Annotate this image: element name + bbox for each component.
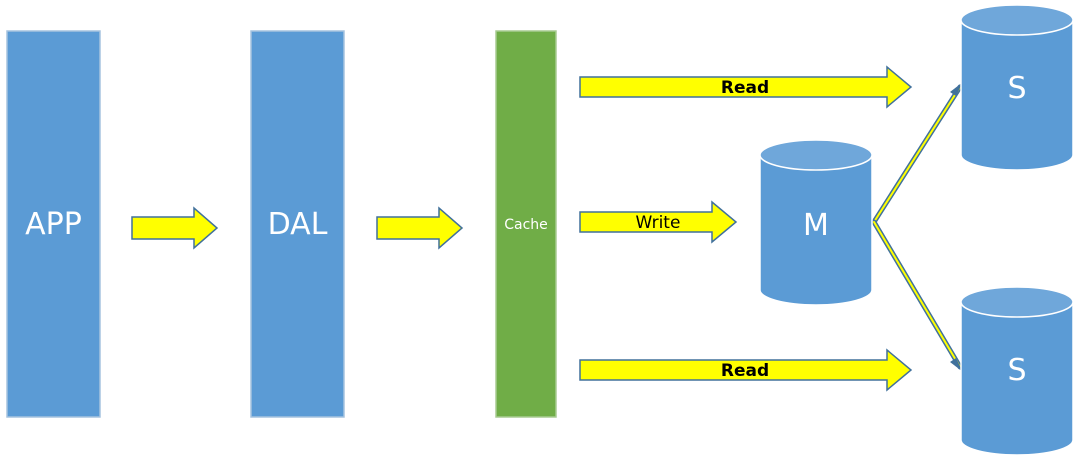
arrow-dal-to-cache-shape [376, 206, 464, 250]
connector-m-to-s-top-inner [873, 86, 961, 223]
arrow-write-shape [579, 200, 738, 244]
dal-node: DAL [250, 30, 345, 418]
slave-db-top-node: S [960, 4, 1074, 171]
cache-node: Cache [495, 30, 557, 418]
slave-db-top-body [960, 19, 1074, 171]
arrow-read-bottom-label: Read [721, 361, 769, 381]
arrow-write: Write [579, 200, 738, 244]
arrow-read-top-shape [579, 65, 913, 109]
arrow-app-to-dal [131, 206, 219, 250]
arrow-read-top: Read [579, 65, 913, 109]
arrow-read-top-label: Read [721, 78, 769, 98]
app-node: APP [6, 30, 101, 418]
cache-label: Cache [504, 217, 548, 233]
dal-box [250, 30, 345, 418]
replication-connectors [871, 82, 963, 372]
arrow-dal-to-cache [376, 206, 464, 250]
cache-box [495, 30, 557, 418]
connector-m-to-s-top-head [950, 82, 963, 96]
master-db-top [759, 139, 873, 171]
arrow-read-bottom: Read [579, 348, 913, 392]
dal-label: DAL [268, 207, 328, 242]
master-db-label: M [803, 208, 829, 243]
app-label: APP [25, 207, 82, 242]
connector-m-to-s-bottom-head [950, 358, 963, 372]
slave-db-bottom-body [960, 301, 1074, 456]
slave-db-bottom-cap [960, 286, 1074, 318]
slave-db-top-label: S [1007, 71, 1026, 106]
master-db-node: M [759, 139, 873, 306]
app-box [6, 30, 101, 418]
arrow-read-bottom-shape [579, 348, 913, 392]
slave-db-bottom-label: S [1007, 353, 1026, 388]
connector-m-to-s-bottom-inner [873, 221, 961, 368]
master-db-body [759, 154, 873, 306]
slave-db-top-cap [960, 4, 1074, 36]
arrow-write-label: Write [636, 213, 681, 233]
slave-db-bottom-node: S [960, 286, 1074, 456]
arrow-app-to-dal-shape [131, 206, 219, 250]
